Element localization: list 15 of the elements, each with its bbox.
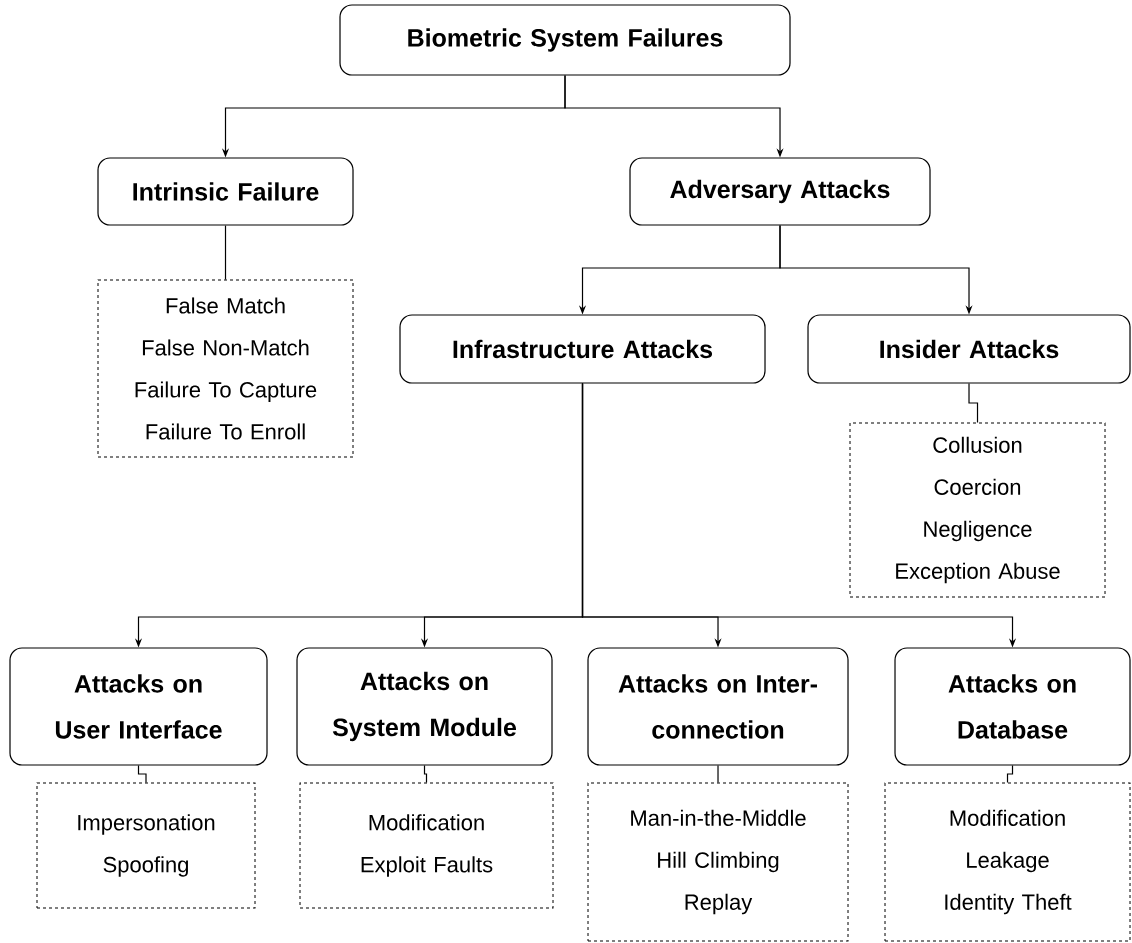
category-box: Intrinsic Failure [97,157,354,226]
list-box: Modification Leakage Identity Theft [884,782,1131,942]
list-box: Impersonation Spoofing [36,782,256,909]
list-box: Man-in-the-Middle Hill Climbing Replay [587,782,849,942]
list-box: Collusion Coercion Negligence Exception Abuse [849,422,1106,598]
category-box: Biometric System Failures [339,4,791,76]
category-box: Attacks on System Module [296,647,553,766]
category-box: Attacks on Database [894,647,1131,766]
category-box: Insider Attacks [807,314,1131,384]
category-box: Infrastructure Attacks [399,314,766,384]
category-box: Adversary Attacks [629,157,931,226]
category-box: Attacks on User Interface [9,647,268,766]
list-box: False Match False Non-Match Failure To Capture Failure To Enroll [97,279,354,458]
list-box: Modification Exploit Faults [299,782,554,909]
category-box: Attacks on Inter-connection [587,647,849,766]
